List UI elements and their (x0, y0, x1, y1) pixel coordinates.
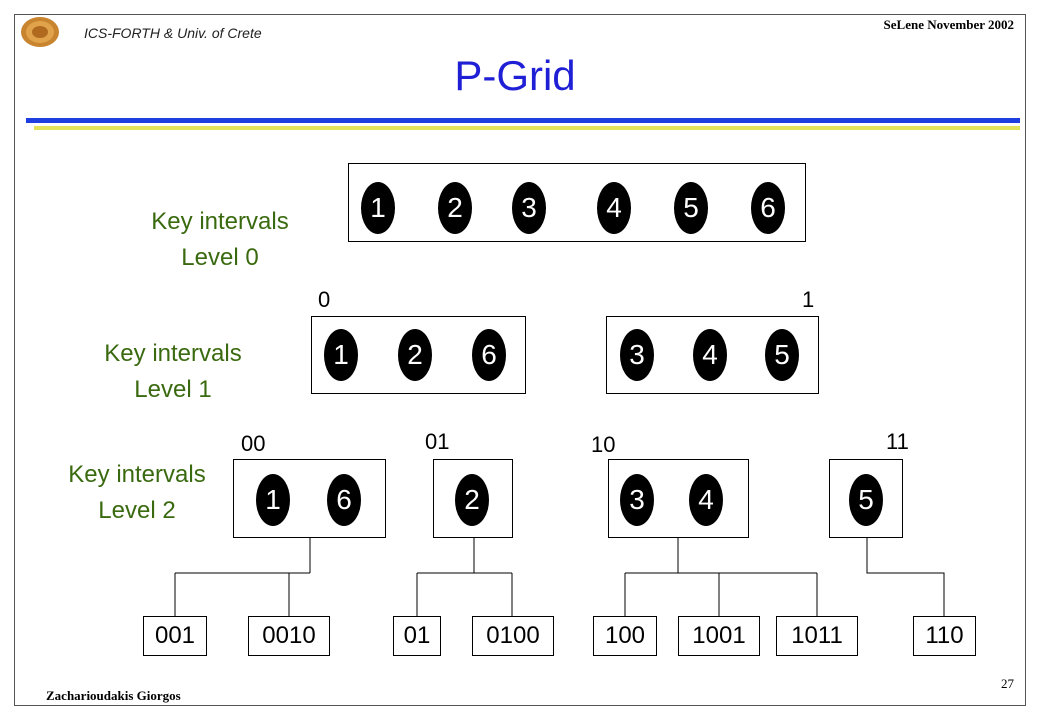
author-name: Zacharioudakis Giorgos (46, 688, 181, 703)
path-code-01: 01 (425, 429, 450, 454)
peer-node: 1 (361, 182, 395, 234)
level-2-line2: Level 2 (98, 497, 176, 524)
connector-11 (866, 538, 945, 620)
conference-label: SeLene November 2002 (883, 17, 1014, 32)
level-1-line1: Key intervals (104, 340, 242, 367)
leaf-key: 1001 (678, 616, 760, 656)
peer-node: 5 (674, 182, 708, 234)
level-2-label: Key intervals Level 2 (47, 457, 227, 529)
level-1-label: Key intervals Level 1 (83, 336, 263, 408)
peer-node: 4 (689, 474, 723, 526)
path-code-00: 00 (241, 431, 266, 456)
peer-node: 1 (324, 329, 358, 381)
peer-node: 3 (512, 182, 546, 234)
leaf-key: 100 (593, 616, 657, 656)
page-number: 27 (1001, 676, 1014, 691)
level-0-label: Key intervals Level 0 (130, 204, 310, 276)
leaf-key: 0100 (472, 616, 554, 656)
title-rule-blue (26, 118, 1020, 123)
peer-node: 6 (751, 182, 785, 234)
leaf-key: 0010 (248, 616, 330, 656)
path-code-10: 10 (591, 432, 616, 457)
peer-node: 3 (620, 474, 654, 526)
peer-node: 2 (438, 182, 472, 234)
peer-node: 1 (256, 474, 290, 526)
slide-frame (14, 14, 1026, 706)
leaf-key: 001 (143, 616, 207, 656)
leaf-key: 110 (913, 616, 976, 656)
level-0-line2: Level 0 (181, 244, 259, 271)
level-0-box (348, 163, 806, 242)
title-rule-yellow (34, 126, 1020, 130)
path-code-0: 0 (318, 287, 331, 312)
peer-node: 5 (765, 329, 799, 381)
connector-10 (624, 538, 818, 620)
connector-01 (416, 538, 513, 620)
leaf-key: 1011 (776, 616, 858, 656)
level-2-line1: Key intervals (68, 461, 206, 488)
peer-node: 4 (597, 182, 631, 234)
institution-name: ICS-FORTH & Univ. of Crete (84, 25, 262, 41)
level-0-line1: Key intervals (151, 208, 289, 235)
peer-node: 3 (620, 329, 654, 381)
peer-node: 6 (327, 474, 361, 526)
seal-logo-icon (21, 17, 59, 47)
path-code-11: 11 (886, 429, 909, 454)
leaf-key: 01 (393, 616, 441, 656)
peer-node: 2 (455, 474, 489, 526)
peer-node: 6 (472, 329, 506, 381)
path-code-1: 1 (802, 287, 815, 312)
connector-00 (174, 538, 311, 620)
peer-node: 4 (693, 329, 727, 381)
level-1-line2: Level 1 (134, 376, 212, 403)
slide-title: P-Grid (454, 52, 576, 99)
peer-node: 5 (849, 474, 883, 526)
peer-node: 2 (398, 329, 432, 381)
